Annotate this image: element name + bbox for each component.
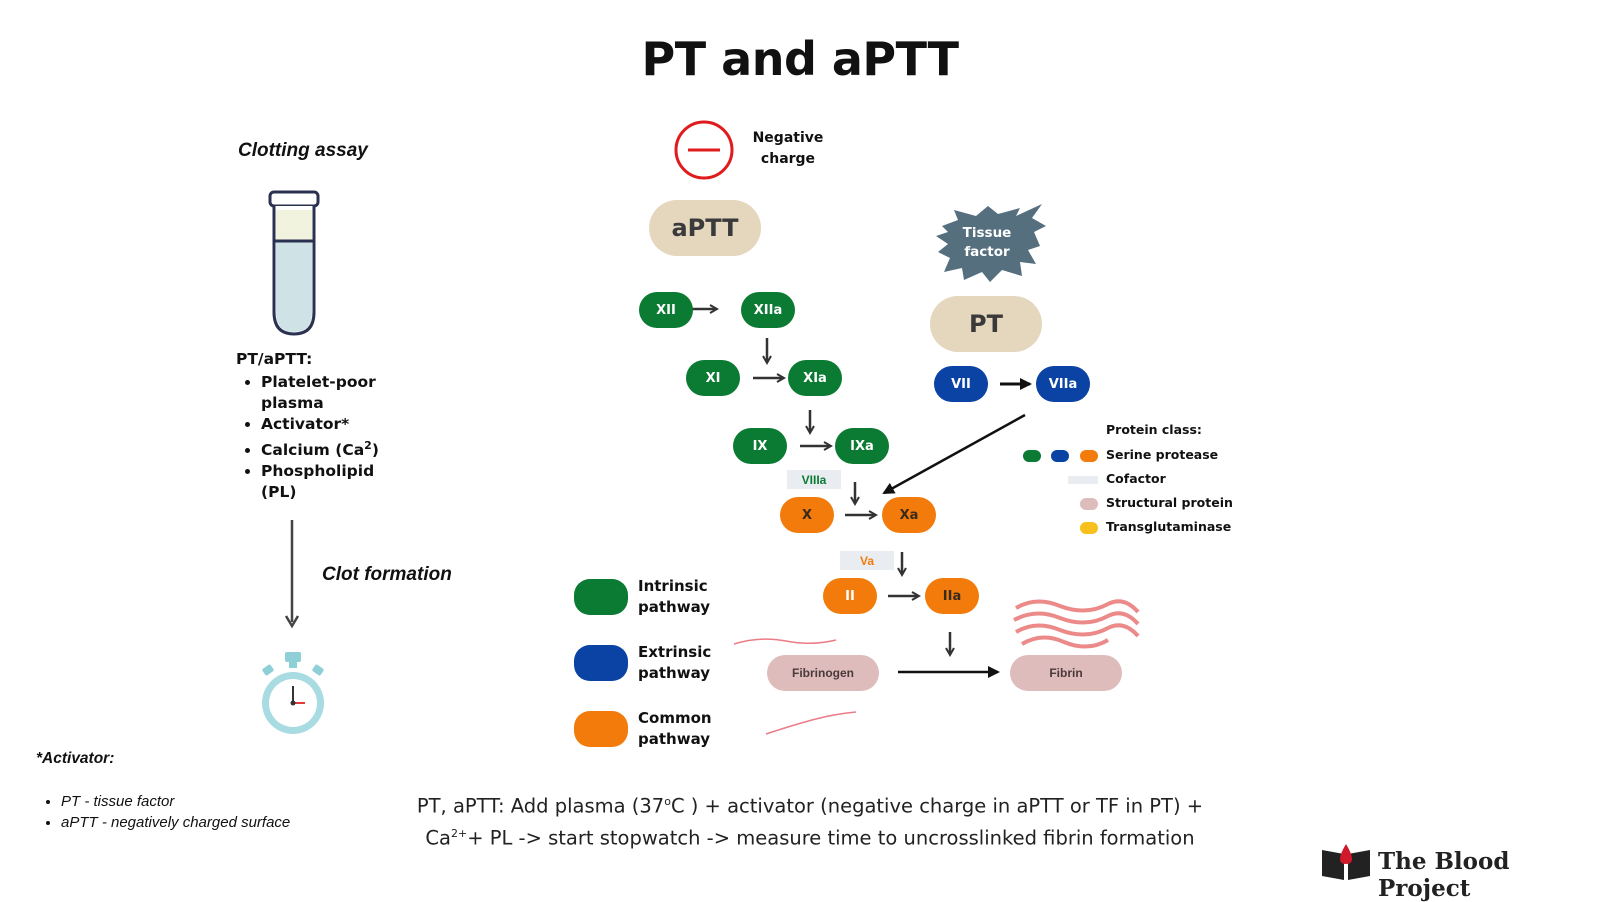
protein-class-transglutaminase: Transglutaminase	[1106, 519, 1232, 534]
tissue-factor-splash	[936, 204, 1046, 282]
book-blood-drop-icon	[1322, 844, 1370, 880]
activator-heading: *Activator:	[36, 750, 115, 767]
clot-arrow	[284, 520, 300, 629]
serine-blue-swatch	[1051, 450, 1069, 462]
assay-reagent-list: Platelet-poor plasma Activator* Calcium …	[236, 372, 406, 503]
reagent-calcium: Calcium (Ca2)	[261, 435, 406, 461]
pt-label: PT	[930, 296, 1042, 352]
factor-vii: VII	[934, 366, 988, 402]
factor-ixa: IXa	[835, 428, 889, 464]
factor-viia: VIIa	[1036, 366, 1090, 402]
logo-text: The Blood Project	[1378, 848, 1510, 902]
structural-swatch	[1080, 498, 1098, 510]
clot-formation-label: Clot formation	[322, 564, 452, 585]
serine-green-swatch	[1023, 450, 1041, 462]
serine-orange-swatch	[1080, 450, 1098, 462]
transglutaminase-swatch	[1080, 522, 1098, 534]
reagent-phospholipid: Phospholipid (PL)	[261, 461, 406, 503]
test-tube-icon	[268, 190, 320, 336]
legend-intrinsic-swatch	[574, 579, 628, 615]
factor-ii: II	[823, 578, 877, 614]
activator-list: PT - tissue factor aPTT - negatively cha…	[36, 792, 296, 833]
page-title: PT and aPTT	[641, 32, 959, 86]
protein-class-title: Protein class:	[1106, 422, 1202, 437]
clotting-assay-heading: Clotting assay	[238, 140, 368, 161]
protein-class-cofactor: Cofactor	[1106, 471, 1166, 486]
fibrin-pill: Fibrin	[1010, 655, 1122, 691]
factor-xi: XI	[686, 360, 740, 396]
factor-xii: XII	[639, 292, 693, 328]
protein-class-serine: Serine protease	[1106, 447, 1219, 462]
procedure-note: PT, aPTT: Add plasma (37oC ) + activator…	[416, 794, 1204, 850]
assay-list-title: PT/aPTT:	[236, 350, 313, 368]
aptt-label: aPTT	[649, 200, 761, 256]
factor-iia: IIa	[925, 578, 979, 614]
reagent-activator: Activator*	[261, 414, 406, 435]
fibrinogen-pill: Fibrinogen	[767, 655, 879, 691]
stopwatch-icon	[262, 652, 324, 734]
factor-x: X	[780, 497, 834, 533]
activator-pt: PT - tissue factor	[61, 792, 296, 813]
legend-common-swatch	[574, 711, 628, 747]
factor-ix: IX	[733, 428, 787, 464]
reagent-plasma: Platelet-poor plasma	[261, 372, 406, 414]
legend-extrinsic-swatch	[574, 645, 628, 681]
factor-xa: Xa	[882, 497, 936, 533]
negative-charge-icon	[674, 120, 734, 180]
cofactor-va: Va	[840, 551, 894, 570]
cofactor-viiia: VIIIa	[787, 470, 841, 489]
factor-xia: XIa	[788, 360, 842, 396]
activator-aptt: aPTT - negatively charged surface	[61, 813, 296, 834]
cofactor-swatch	[1068, 476, 1098, 484]
factor-xiia: XIIa	[741, 292, 795, 328]
protein-class-structural: Structural protein	[1106, 495, 1233, 510]
